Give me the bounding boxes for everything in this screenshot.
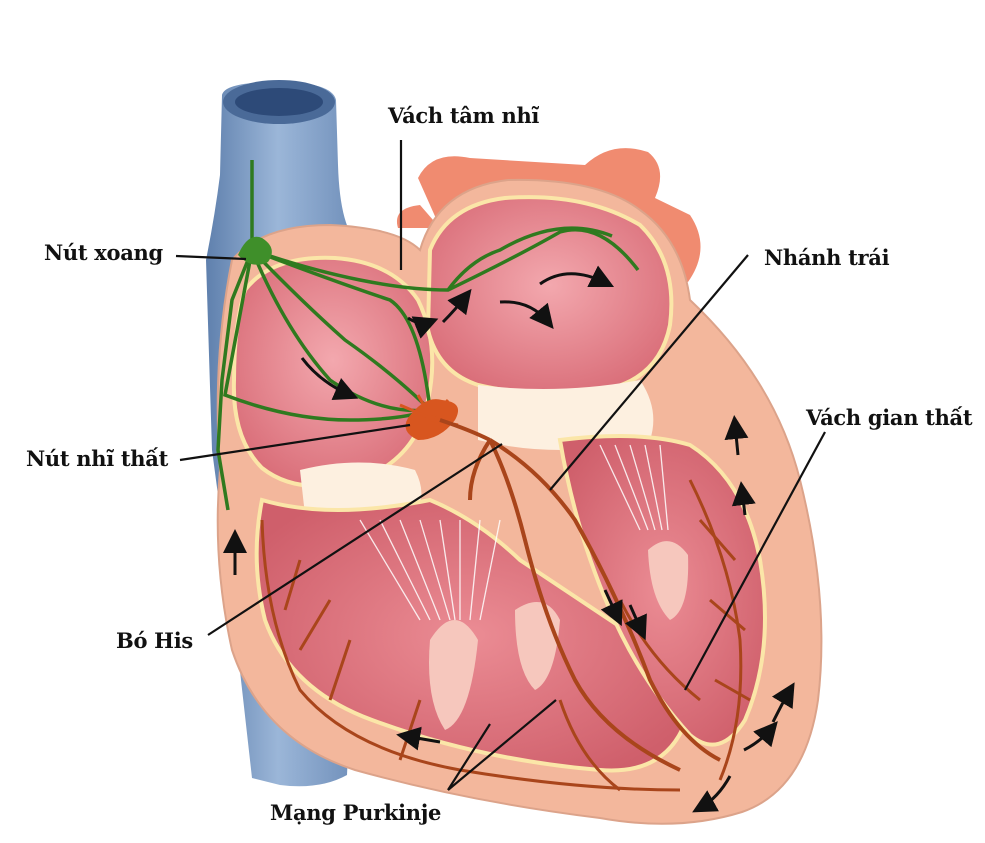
label-interventricular-septum: Vách gian thất — [806, 405, 972, 430]
label-atrioventricular-node: Nút nhĩ thất — [26, 446, 168, 471]
label-sinoatrial-node: Nút xoang — [44, 240, 163, 265]
left-atrium — [428, 197, 671, 393]
label-purkinje-network: Mạng Purkinje — [270, 800, 441, 825]
label-left-branch: Nhánh trái — [764, 245, 889, 270]
right-atrium — [234, 258, 432, 486]
label-bundle-of-his: Bó His — [116, 628, 193, 653]
label-atrial-septum: Vách tâm nhĩ — [388, 103, 539, 128]
